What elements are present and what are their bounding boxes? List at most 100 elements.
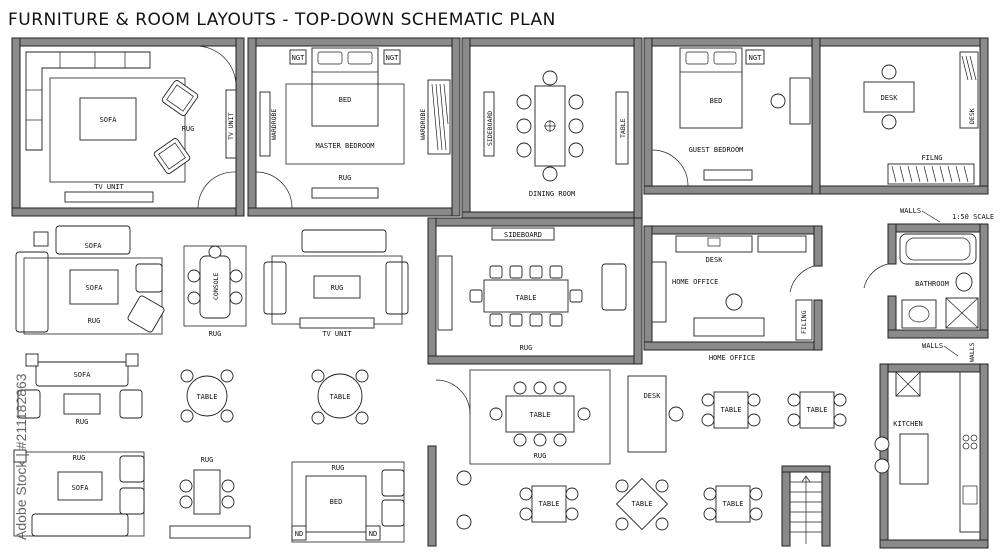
filing-label: FILNG <box>921 154 942 162</box>
chair <box>456 470 472 486</box>
kitchen: KITCHEN <box>874 363 989 549</box>
room-name: BATHROOM <box>915 280 949 288</box>
chair <box>529 265 543 279</box>
wall <box>451 37 461 217</box>
wall <box>247 207 461 217</box>
sideboard <box>491 227 555 241</box>
chair <box>533 381 547 395</box>
nightstand <box>745 49 765 65</box>
chair <box>747 393 761 407</box>
chair <box>881 64 897 80</box>
wall <box>643 37 653 195</box>
table <box>193 469 221 515</box>
wall <box>979 363 989 547</box>
desk-set: DESK <box>627 375 684 453</box>
sideboard <box>437 255 453 331</box>
filing-cabinet <box>887 163 975 185</box>
chair <box>549 265 563 279</box>
stool <box>874 436 890 452</box>
coffee-table <box>63 393 101 415</box>
chair <box>179 495 193 509</box>
rug-label: RUG <box>76 418 89 426</box>
nightstand <box>289 49 307 65</box>
bed-set: RUG BED ND ND <box>291 461 405 543</box>
side-table <box>25 353 39 367</box>
rug <box>23 257 163 335</box>
wall <box>427 355 643 365</box>
table-label: TABLE <box>720 406 741 414</box>
chair <box>208 245 222 259</box>
chair <box>229 269 243 283</box>
chair <box>311 411 325 425</box>
tv-unit-label: TV UNIT <box>322 330 352 338</box>
wall <box>821 465 831 547</box>
dining-room: SIDEBOARD TABLE DINING ROOM <box>461 37 643 221</box>
coffee-table <box>313 275 361 299</box>
walls-label: WALLS <box>968 342 976 362</box>
rug-label: RUG <box>332 464 345 472</box>
chair <box>568 142 584 158</box>
chair <box>770 93 786 109</box>
chair <box>519 487 533 501</box>
table-label: TABLE <box>515 294 536 302</box>
wall <box>11 37 21 217</box>
nightstand <box>365 525 381 541</box>
sideboard-label: SIDEBOARD <box>486 111 494 146</box>
living-room: SOFA RUG TV UNIT TV UNIT <box>11 37 245 217</box>
armchair <box>601 263 627 311</box>
room-name: MASTER BEDROOM <box>315 142 374 150</box>
armchair <box>381 499 405 527</box>
table <box>615 477 669 531</box>
rug-label: RUG <box>88 317 101 325</box>
chair <box>180 369 194 383</box>
chair <box>355 411 369 425</box>
wall <box>879 363 989 373</box>
chair <box>749 487 763 501</box>
chair <box>221 479 235 493</box>
chair <box>229 291 243 305</box>
chair <box>542 166 558 182</box>
stool <box>874 458 890 474</box>
rug-label: RUG <box>520 344 533 352</box>
sofa <box>31 513 129 537</box>
watermark: Adobe Stock | #211182863 <box>13 373 29 540</box>
walls-label: WALLS <box>900 207 921 215</box>
armchair <box>119 455 145 483</box>
coffee-table <box>69 269 119 305</box>
nightstand-label: NGT <box>292 54 305 62</box>
chair <box>220 409 234 423</box>
wall <box>427 217 437 365</box>
wall <box>427 217 643 227</box>
wall <box>887 223 897 265</box>
table <box>799 391 835 429</box>
chair <box>355 369 369 383</box>
table-label: TABLE <box>196 393 217 401</box>
sofa <box>35 361 129 387</box>
tv-unit-side <box>225 89 237 159</box>
tv-unit <box>299 317 375 329</box>
small-tables: TABLE TABLE TABLE TABLE TABLE <box>519 391 847 531</box>
chair <box>655 517 669 531</box>
sofa-label: SOFA <box>72 484 90 492</box>
chair <box>519 507 533 521</box>
room-name: KITCHEN <box>893 420 923 428</box>
chair <box>833 393 847 407</box>
table <box>715 485 751 523</box>
door-swing <box>651 149 689 187</box>
home-office-room: DESK HOME OFFICE FILING HOME OFFICE <box>643 225 823 362</box>
bed-label: BED <box>339 96 352 104</box>
rug-label: RUG <box>182 125 195 133</box>
filing-cabinet <box>795 299 813 341</box>
table-label: TABLE <box>631 500 652 508</box>
door-swing <box>789 265 815 293</box>
chair <box>553 433 567 447</box>
chair <box>787 413 801 427</box>
sofa <box>385 261 409 315</box>
nightstand <box>291 525 307 541</box>
wall <box>643 37 821 47</box>
armchair <box>119 389 143 419</box>
console-set: CONSOLE RUG <box>183 245 247 338</box>
rug-label: RUG <box>339 174 352 182</box>
tv-unit-side-label: TV UNIT <box>227 113 235 140</box>
armchair <box>135 263 163 293</box>
